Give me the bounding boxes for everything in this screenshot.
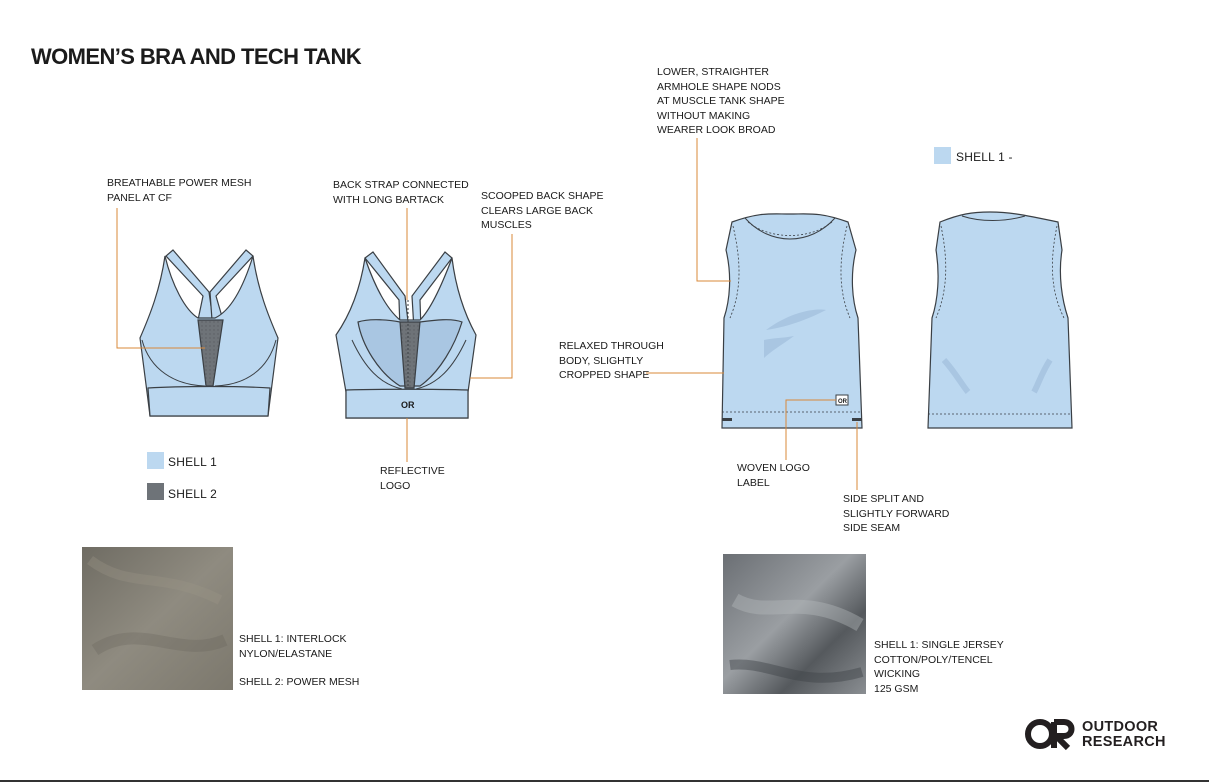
callout-lines <box>116 138 858 490</box>
fabric-note-line: NYLON/ELASTANE <box>239 647 333 660</box>
callout-back-strap: BACK STRAP CONNECTED WITH LONG BARTACK <box>333 178 469 207</box>
callout-line: BODY, SLIGHTLY <box>559 354 644 367</box>
fabric-note-line: COTTON/POLY/TENCEL <box>874 653 993 666</box>
legend-swatch-tank-shell-1 <box>934 147 951 164</box>
callout-line: SLIGHTLY FORWARD <box>843 507 950 520</box>
callout-line: MUSCLES <box>481 219 532 231</box>
bra-back-drawing <box>335 251 477 419</box>
tank-woven-label: OR <box>835 394 849 406</box>
legend-label-tank-shell-1: SHELL 1 - <box>956 150 1013 164</box>
legend-label-shell-2: SHELL 2 <box>168 487 217 501</box>
tank-fabric-photo <box>723 554 866 694</box>
fabric-note-line: SHELL 1: INTERLOCK <box>239 633 347 645</box>
callout-line: WITH LONG BARTACK <box>333 193 445 206</box>
callout-line: SCOOPED BACK SHAPE <box>481 190 604 202</box>
callout-relaxed-body: RELAXED THROUGH BODY, SLIGHTLY CROPPED S… <box>559 339 664 383</box>
callout-line: LABEL <box>737 476 770 489</box>
brand-line-1: OUTDOOR <box>1082 719 1159 735</box>
outdoor-research-logo-mark <box>1025 719 1075 751</box>
callout-armhole: LOWER, STRAIGHTER ARMHOLE SHAPE NODS AT … <box>657 65 785 138</box>
bra-fabric-notes: SHELL 1: INTERLOCK NYLON/ELASTANE SHELL … <box>239 632 359 690</box>
callout-line: LOGO <box>380 479 411 492</box>
callout-line: REFLECTIVE <box>380 465 445 477</box>
tank-back-drawing <box>927 211 1073 429</box>
callout-line: WOVEN LOGO <box>737 462 810 474</box>
bra-fabric-photo <box>82 547 233 690</box>
callout-line: SIDE SPLIT AND <box>843 493 924 505</box>
callout-line: CLEARS LARGE BACK <box>481 204 594 217</box>
outdoor-research-logo: OUTDOOR RESEARCH <box>1025 716 1180 752</box>
callout-scooped-back: SCOOPED BACK SHAPE CLEARS LARGE BACK MUS… <box>481 189 604 233</box>
callout-line: CROPPED SHAPE <box>559 369 650 381</box>
callout-line: WITHOUT MAKING <box>657 109 751 122</box>
callout-breathable-mesh: BREATHABLE POWER MESH PANEL AT CF <box>107 176 252 205</box>
bra-back-logo-mark: OR <box>401 400 415 410</box>
callout-line: RELAXED THROUGH <box>559 340 664 352</box>
callout-line: BREATHABLE POWER MESH <box>107 177 252 189</box>
bottom-divider <box>0 780 1209 782</box>
callout-line: AT MUSCLE TANK SHAPE <box>657 95 785 107</box>
callout-line: LOWER, STRAIGHTER <box>657 66 770 78</box>
callout-line: ARMHOLE SHAPE NODS <box>657 80 781 93</box>
brand-line-2: RESEARCH <box>1082 734 1166 750</box>
callout-line: SIDE SEAM <box>843 522 901 534</box>
callout-woven-logo-label: WOVEN LOGO LABEL <box>737 461 810 490</box>
tank-front-drawing <box>721 213 863 429</box>
callout-line: WEARER LOOK BROAD <box>657 124 776 136</box>
legend-label-shell-1: SHELL 1 <box>168 455 217 469</box>
fabric-note-line: 125 GSM <box>874 682 919 695</box>
callout-line: PANEL AT CF <box>107 191 172 204</box>
fabric-note-line: WICKING <box>874 668 921 680</box>
bra-front-drawing <box>139 249 279 417</box>
callout-reflective-logo: REFLECTIVE LOGO <box>380 464 445 493</box>
page-title: WOMEN’S BRA AND TECH TANK <box>31 44 362 69</box>
callout-side-split: SIDE SPLIT AND SLIGHTLY FORWARD SIDE SEA… <box>843 492 949 536</box>
tank-fabric-notes: SHELL 1: SINGLE JERSEY COTTON/POLY/TENCE… <box>874 638 1004 696</box>
fabric-note-line: SHELL 1: SINGLE JERSEY <box>874 639 1004 651</box>
fabric-note-line: SHELL 2: POWER MESH <box>239 676 360 688</box>
tank-label-mark: OR <box>838 399 848 405</box>
callout-line: BACK STRAP CONNECTED <box>333 179 469 191</box>
legend-swatch-shell-2 <box>147 483 164 500</box>
legend-swatch-shell-1 <box>147 452 164 469</box>
